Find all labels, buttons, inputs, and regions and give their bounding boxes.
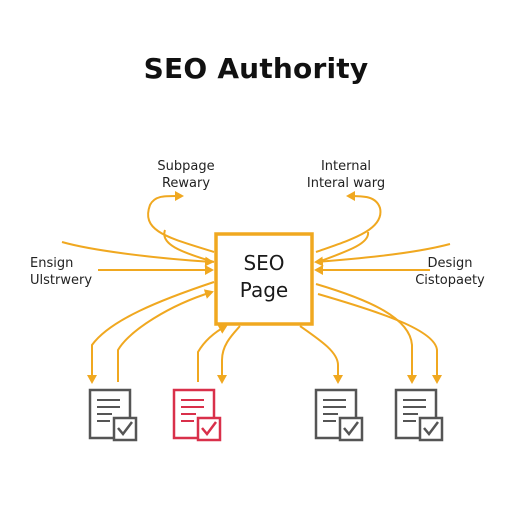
seo-page-node xyxy=(214,232,314,326)
arrow-doc2-b xyxy=(217,325,241,384)
label-mid-left-line2: Ulstrwery xyxy=(30,273,93,288)
label-top-left: Subpage Rewary xyxy=(148,158,224,192)
arrow-top-left-in xyxy=(147,190,215,253)
label-top-right: Internal Interal warg xyxy=(300,158,392,192)
arrow-top-right-in xyxy=(315,191,382,253)
label-top-left-line1: Subpage xyxy=(157,159,215,174)
arrow-doc4-b xyxy=(317,293,442,384)
label-mid-right-line1: Design xyxy=(427,256,473,271)
arrow-doc2-a xyxy=(197,324,228,382)
seo-page-label-line1: SEO xyxy=(243,251,285,275)
arrow-doc1-a xyxy=(87,281,215,384)
label-top-right-line1: Internal xyxy=(320,159,372,174)
label-mid-left: Ensign Ulstrwery xyxy=(30,255,110,289)
page-title: SEO Authority xyxy=(143,52,369,85)
document-icon-2 xyxy=(172,388,222,442)
arrow-doc3-a xyxy=(299,325,343,384)
arrow-doc4-a xyxy=(315,283,417,384)
label-mid-right: Design Cistopaety xyxy=(404,255,496,289)
arrow-doc1-b xyxy=(117,289,214,382)
arrow-mid-left-1 xyxy=(61,241,214,267)
seo-page-label-line2: Page xyxy=(239,278,289,302)
arrow-mid-right-1 xyxy=(314,243,451,267)
label-mid-left-line1: Ensign xyxy=(30,256,74,271)
label-top-right-line2: Interal warg xyxy=(306,176,386,191)
document-icon-1 xyxy=(88,388,138,442)
label-top-left-line2: Rewary xyxy=(161,176,211,191)
label-mid-right-line2: Cistopaety xyxy=(415,273,485,288)
arrow-top-right-out xyxy=(317,231,370,263)
arrow-top-left-out xyxy=(163,229,215,263)
seo-page-label: SEO Page xyxy=(216,250,312,304)
document-icon-4 xyxy=(394,388,444,442)
document-icon-3 xyxy=(314,388,364,442)
